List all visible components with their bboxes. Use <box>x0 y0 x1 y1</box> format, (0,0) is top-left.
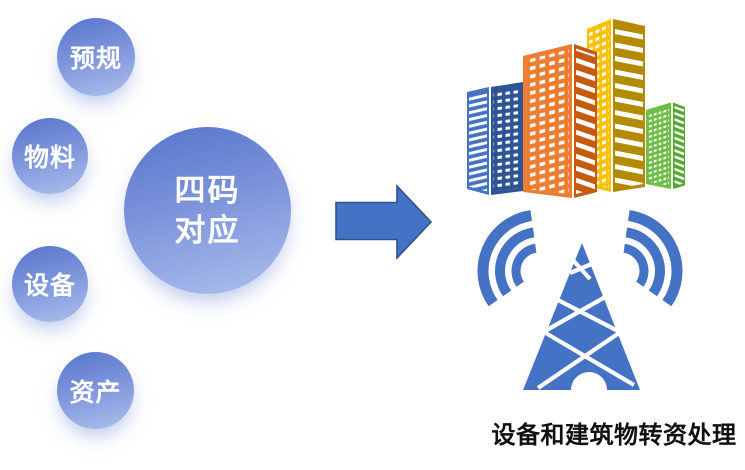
bubble-material-label: 物料 <box>23 144 76 172</box>
city-buildings-icon <box>467 19 685 198</box>
building-blue <box>467 82 523 195</box>
bubble-material: 物料 <box>12 118 88 194</box>
signal-waves-left <box>477 210 537 307</box>
tower-body <box>523 243 640 390</box>
bubble-four-code-matching: 四码 对应 <box>124 127 291 294</box>
bubble-center-line1: 四码 <box>174 172 241 208</box>
signal-waves-right <box>624 216 677 304</box>
right-block-arrow-icon <box>335 183 433 261</box>
result-caption: 设备和建筑物转资处理 <box>491 423 737 449</box>
building-green <box>646 102 685 189</box>
bubble-preplan-label: 预规 <box>69 45 122 73</box>
bubble-equipment: 设备 <box>12 246 88 322</box>
bubble-equipment-label: 设备 <box>23 272 76 300</box>
bubble-preplan: 预规 <box>57 18 135 96</box>
bubble-asset-label: 资产 <box>69 378 122 407</box>
bubble-center-line2: 对应 <box>174 212 241 248</box>
radio-tower-icon <box>477 210 685 390</box>
tower-lattice <box>536 257 636 390</box>
building-orange <box>523 44 597 198</box>
bubble-asset: 资产 <box>57 352 134 429</box>
